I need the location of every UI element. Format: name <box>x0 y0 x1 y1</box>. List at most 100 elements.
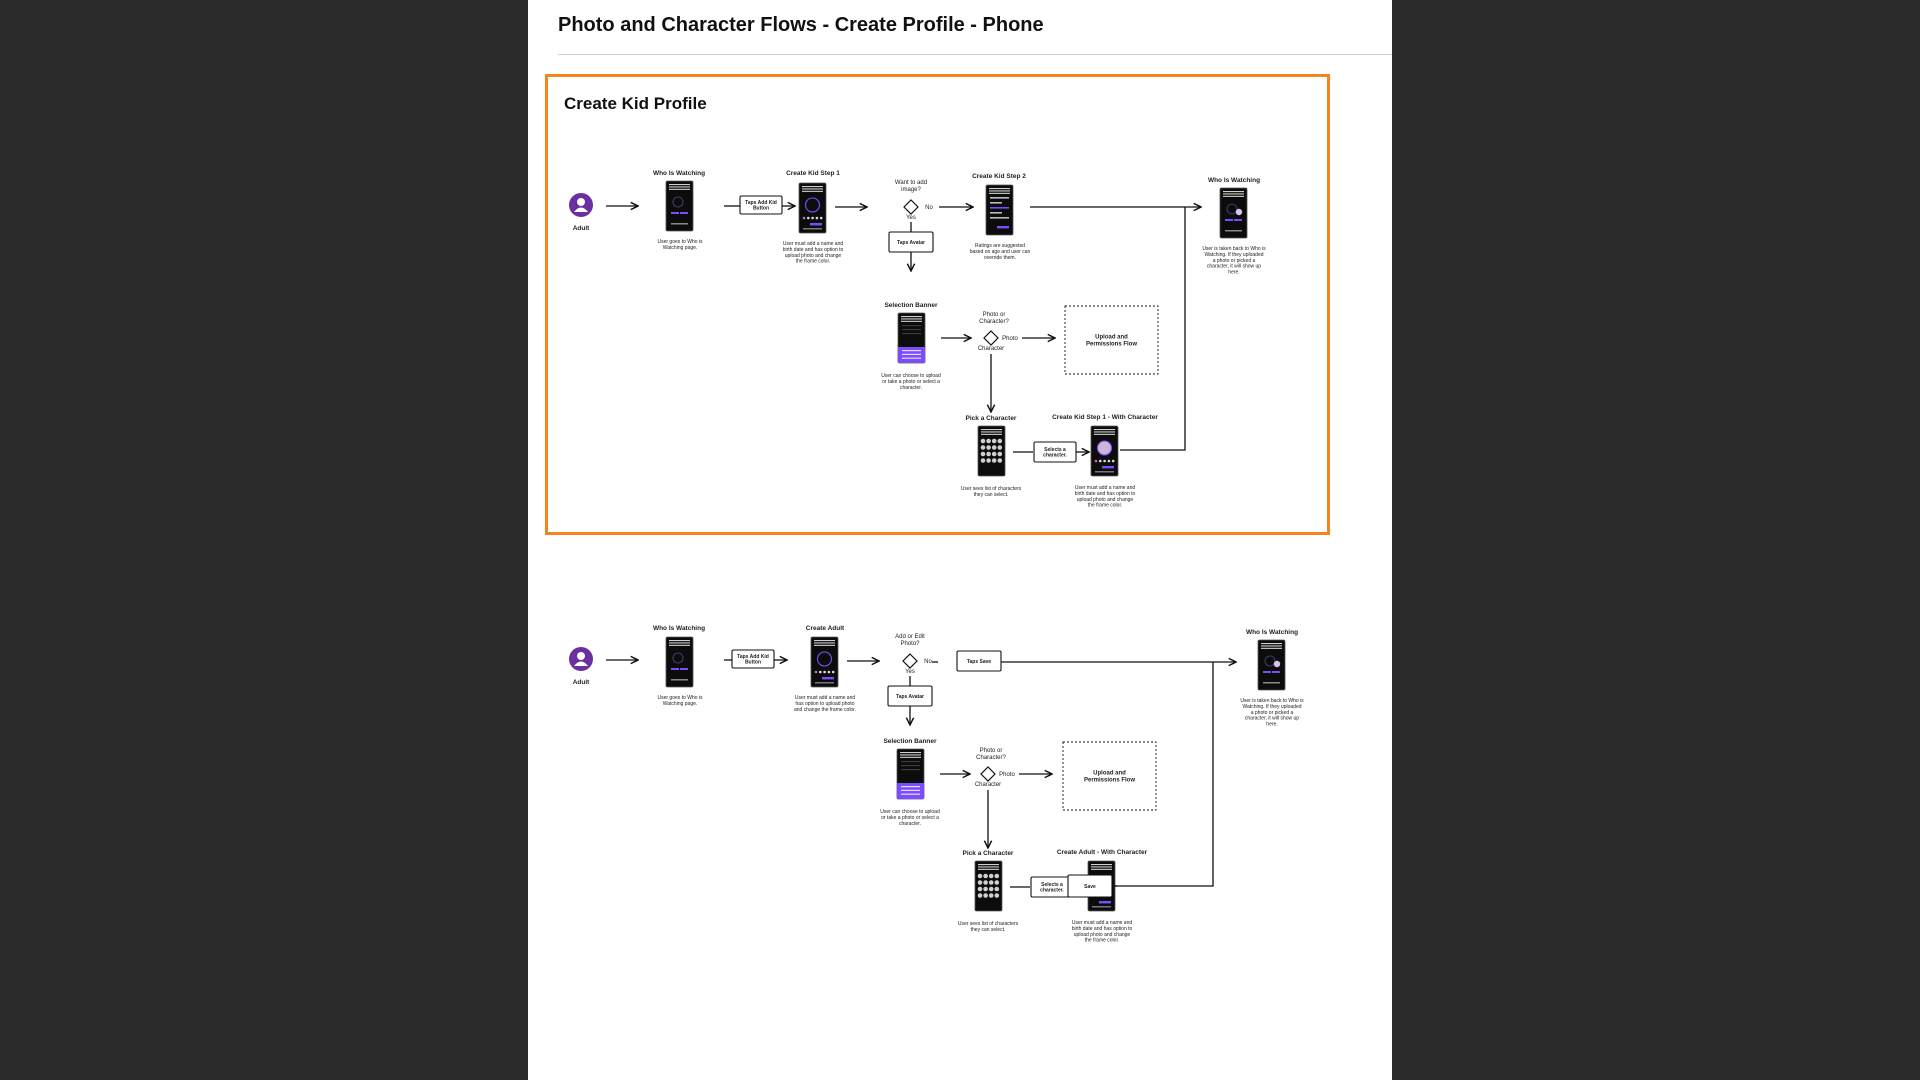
selection-banner-note-line: User can choose to upload <box>880 809 940 815</box>
taps-avatar-button-label: Taps Avatar <box>897 240 925 246</box>
pick-character-phone-screen <box>974 860 1003 912</box>
pick-character-phone-character-option <box>988 880 994 885</box>
upload-permissions-flow[interactable] <box>1064 305 1159 375</box>
who-watching-note-line: User goes to Who is <box>657 239 703 245</box>
who-watching-end-phone-avatar-ring <box>1226 203 1238 215</box>
who-watching-phone-button <box>671 668 679 670</box>
who-watching-title-line: Who Is Watching <box>653 625 705 632</box>
create-phone-color-dot <box>819 670 822 674</box>
decision-character-option-line: Character <box>978 346 1004 352</box>
pick-character-phone-character-option <box>977 880 983 885</box>
create-step2-note-line: Ratings are suggested <box>975 243 1025 249</box>
create-phone-color-dot <box>823 670 826 674</box>
who-watching-phone-header-line <box>669 188 690 190</box>
selection-banner-phone-dim-line <box>902 325 921 327</box>
decision-photo-option: Photo <box>1002 336 1018 342</box>
create-phone-header-line <box>814 642 835 644</box>
with-character-phone-header-line <box>1091 866 1112 868</box>
actor-adult-body <box>574 661 588 666</box>
who-watching-end-phone-button <box>1225 219 1233 221</box>
with-character-phone-color-dot <box>1099 459 1102 463</box>
who-watching-phone-header-line <box>669 642 690 644</box>
create-note-line: has option to upload photo <box>796 701 855 707</box>
with-character-title: Create Kid Step 1 - With Character <box>1052 414 1158 421</box>
pick-character-phone-character-option <box>980 451 986 457</box>
selection-banner-phone-banner-option <box>901 793 920 795</box>
with-character-note-line: the frame color. <box>1088 503 1122 509</box>
with-character-phone-color-dot <box>1094 459 1098 463</box>
flow-line <box>1112 662 1214 887</box>
pick-character-phone-character-option <box>977 893 983 898</box>
taps-add-kid-button[interactable] <box>739 195 783 215</box>
who-watching-end-phone-screen <box>1219 187 1248 239</box>
who-watching-phone-header-line <box>669 184 690 186</box>
who-watching-phone-button <box>671 212 679 214</box>
taps-avatar-button-label-line: Taps Avatar <box>897 240 925 246</box>
decision-photo-label-line: Character? <box>976 755 1006 761</box>
with-character-phone-cta <box>1099 901 1111 904</box>
pick-character-phone-header-line <box>981 433 1002 435</box>
decision-no-label: No <box>924 659 932 665</box>
who-watching-phone-header-line <box>669 640 690 642</box>
decision-no-label-line: No <box>925 205 933 211</box>
with-character-phone-avatar-ring <box>1096 440 1113 456</box>
create-title-line: Create Adult <box>806 625 845 632</box>
taps-add-kid-button[interactable] <box>731 649 775 669</box>
who-watching-note-line: User goes to Who is <box>657 695 703 701</box>
selection-banner-phone-dim-line <box>902 329 921 331</box>
who-watching-phone-screen <box>665 636 694 688</box>
with-character-note-line: upload photo and change <box>1077 497 1134 503</box>
decision-image-label-line: Photo? <box>900 641 920 647</box>
create-step2-title-line: Create Kid Step 2 <box>972 173 1026 180</box>
pick-character-phone-character-option <box>994 873 1000 879</box>
create-phone-color-dot <box>811 216 814 220</box>
who-watching-end-title-line: Who Is Watching <box>1208 177 1260 184</box>
selection-banner-note-line: or take a photo or select a <box>881 815 939 821</box>
who-watching-note-line: Watching page. <box>663 245 698 251</box>
create-note-line: upload photo and change <box>785 253 842 259</box>
create-phone-color-dot <box>815 216 819 220</box>
pick-character-note-line: they can select. <box>974 492 1009 498</box>
selection-banner-phone-dim-line <box>901 761 920 763</box>
who-watching-phone-footer <box>671 679 688 681</box>
with-character-phone-header-line <box>1091 864 1112 866</box>
decision-character-option: Character <box>978 346 1004 352</box>
selection-banner-phone-dim-line <box>902 333 921 335</box>
pick-character-phone-character-option <box>994 886 1000 892</box>
create-step2-title: Create Kid Step 2 <box>972 173 1026 180</box>
decision-photo-diamond <box>983 330 999 346</box>
create-phone-header-line <box>814 644 835 646</box>
who-watching-phone-avatar-ring <box>672 652 684 664</box>
upload-permissions-flow[interactable] <box>1062 741 1157 811</box>
upload-permissions-flow-label-line: Permissions Flow <box>1084 778 1135 784</box>
who-watching-phone-button <box>680 212 688 214</box>
with-character-title: Create Adult - With Character <box>1057 849 1148 856</box>
decision-no-label-line: No <box>924 659 932 665</box>
who-watching-end-phone-footer <box>1225 230 1242 232</box>
selection-banner-title: Selection Banner <box>884 302 938 309</box>
pick-character-note-line: they can select. <box>971 927 1006 933</box>
selection-banner-phone-header-line <box>900 756 921 758</box>
with-character-note-line: birth date and has option to <box>1072 926 1133 932</box>
decision-photo-option: Photo <box>999 772 1015 778</box>
taps-avatar-button-label: Taps Avatar <box>896 694 924 700</box>
who-watching-end-phone-header-line <box>1261 643 1282 645</box>
with-character-phone-footer <box>1095 471 1114 473</box>
pick-character-phone-character-option <box>986 438 991 444</box>
taps-save-button[interactable] <box>956 650 1002 672</box>
who-watching-end-phone-header-line <box>1223 193 1244 195</box>
pick-character-phone-header-line <box>978 864 999 866</box>
create-phone-header-line <box>802 190 823 192</box>
decision-photo-diamond <box>980 766 996 782</box>
create-note-line: User must add a name and <box>795 695 856 701</box>
